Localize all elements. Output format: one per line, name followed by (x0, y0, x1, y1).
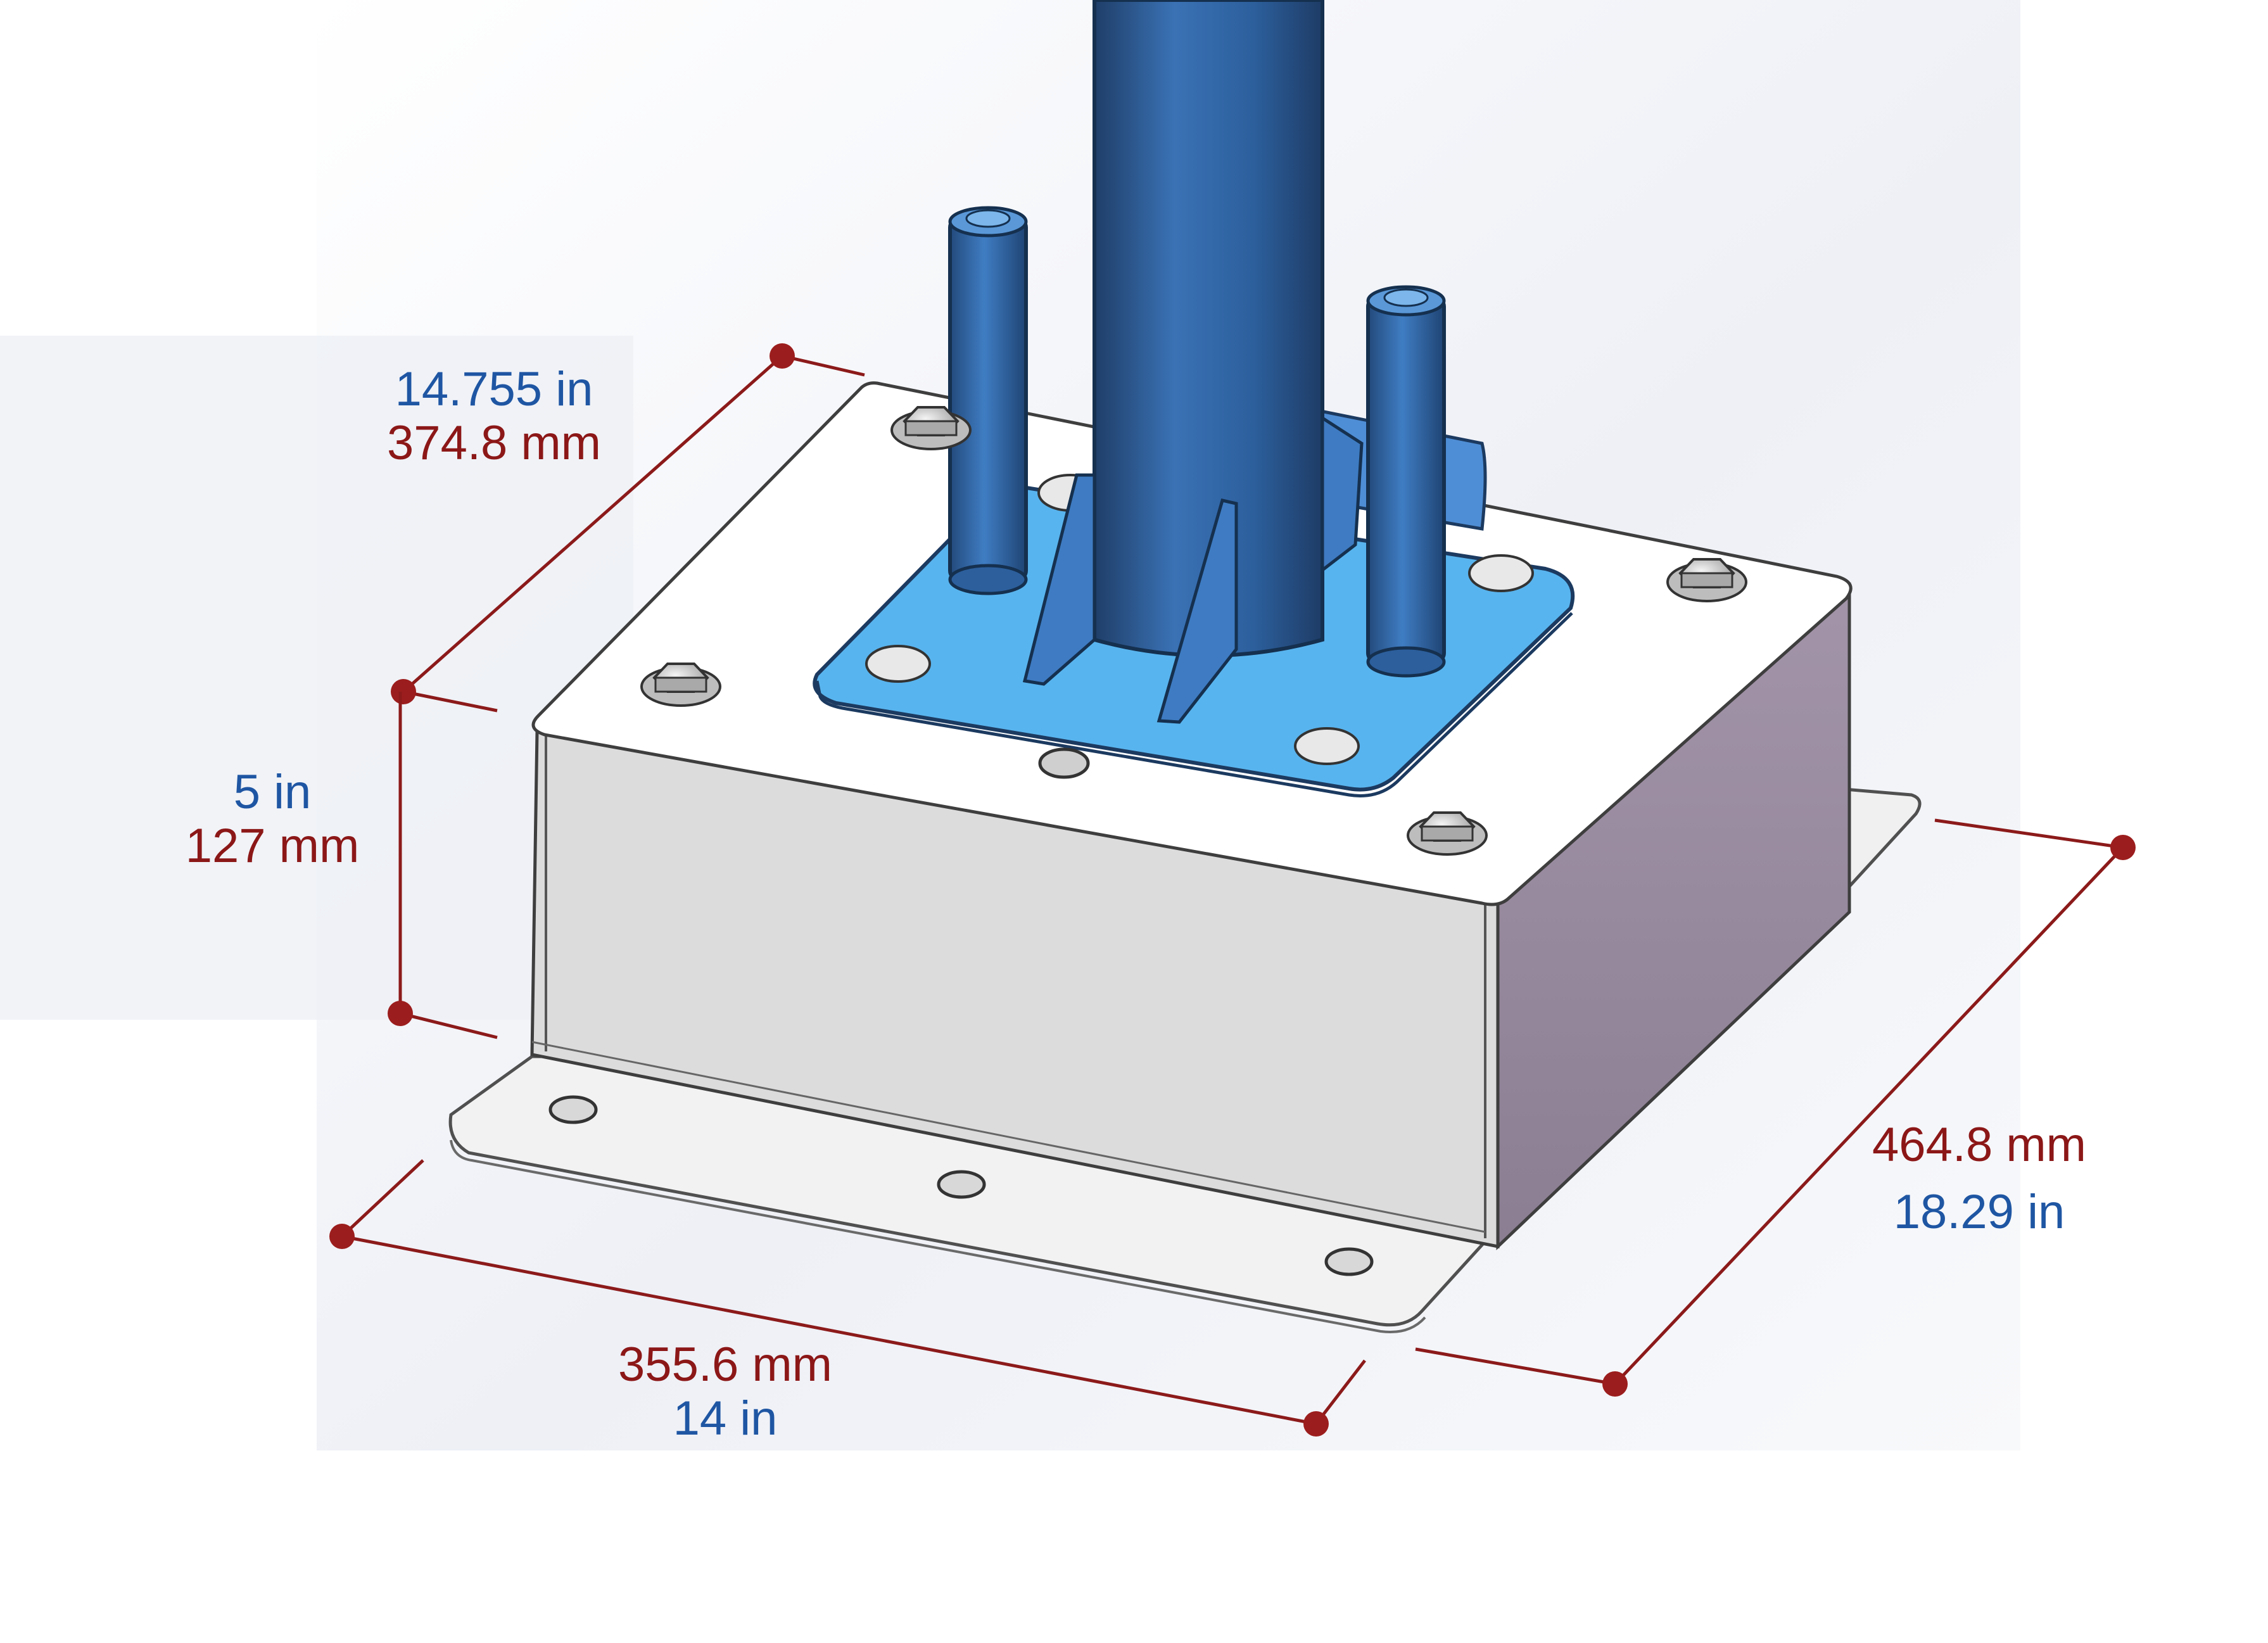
base-plate-edge (815, 612, 1573, 797)
length-endpoint (2110, 835, 2136, 860)
length-endpoint (1602, 1371, 1628, 1397)
width-label: 355.6 mm 14 in (599, 1338, 852, 1445)
height-extension-line (400, 1012, 498, 1039)
hex-bolts (640, 406, 1747, 856)
depth-metric: 374.8 mm (387, 416, 601, 471)
top-hole (1038, 747, 1090, 779)
depth-extension-line (403, 690, 498, 713)
length-extension-line (1415, 1347, 1616, 1386)
depth-extension-line (782, 354, 865, 377)
width-endpoint (329, 1224, 355, 1249)
width-imperial: 14 in (673, 1392, 778, 1446)
height-endpoint (388, 1001, 413, 1026)
depth-imperial: 14.755 in (395, 362, 593, 416)
hex-bolt (1407, 811, 1488, 856)
mounting-slot (937, 1170, 986, 1199)
width-extension-line (1315, 1359, 1366, 1425)
length-label: 464.8 mm 18.29 in (1846, 1112, 2112, 1247)
height-metric: 127 mm (185, 819, 360, 873)
height-label: 5 in 127 mm (146, 765, 399, 873)
background-band (0, 336, 633, 1020)
depth-endpoint (770, 343, 795, 369)
length-imperial: 18.29 in (1893, 1185, 2065, 1240)
hex-bolt (1666, 558, 1747, 602)
right-flange (1835, 787, 1922, 894)
mounting-slot (1324, 1247, 1374, 1276)
hex-bolt (640, 663, 721, 707)
mounting-slot (548, 1095, 598, 1124)
left-pin (948, 206, 1028, 595)
width-dimension-line (341, 1234, 1317, 1426)
width-endpoint (1303, 1411, 1329, 1437)
front-right-gusset (1156, 498, 1238, 724)
length-metric: 464.8 mm (1872, 1118, 2086, 1172)
plate-bolt (1468, 554, 1534, 592)
plate-bolt (865, 645, 931, 683)
length-extension-line (1934, 818, 2124, 849)
dimension-lines (329, 343, 2136, 1437)
right-gusset (1321, 415, 1364, 574)
depth-label: 14.755 in 374.8 mm (367, 362, 621, 470)
width-metric: 355.6 mm (618, 1338, 832, 1392)
width-extension-line (341, 1159, 424, 1238)
depth-dimension-line (402, 355, 783, 693)
front-wall-bottom-line (531, 1041, 1486, 1233)
plate-bolt (1294, 727, 1360, 765)
height-imperial: 5 in (233, 765, 312, 819)
front-left-gusset (1022, 473, 1096, 686)
hex-bolt (890, 406, 972, 450)
length-dimension-line (1614, 846, 2124, 1385)
right-pin (1366, 285, 1446, 678)
depth-endpoint (391, 679, 416, 704)
